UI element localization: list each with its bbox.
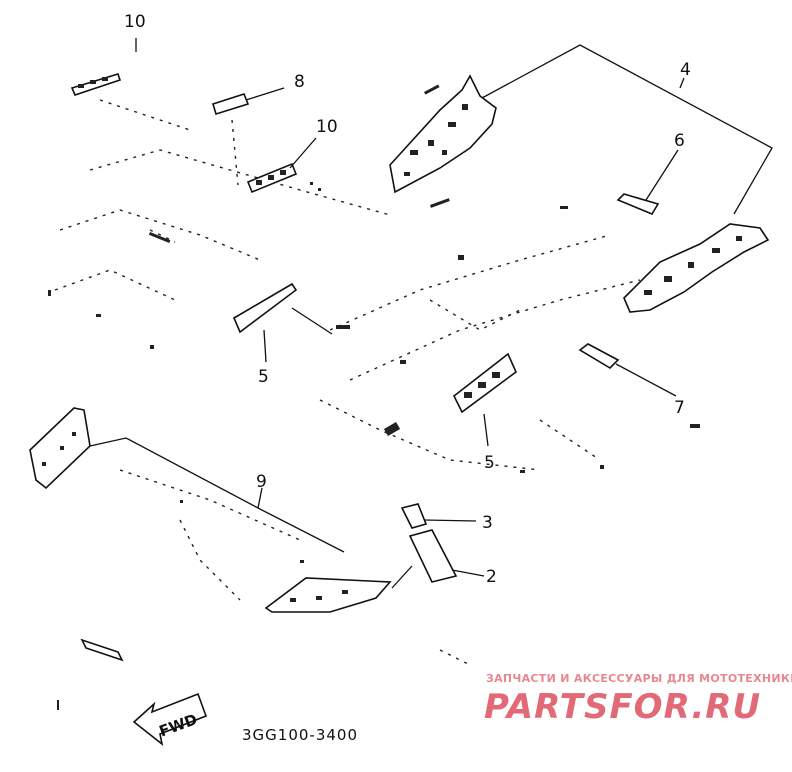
callout-5-center: 5 xyxy=(484,453,495,473)
callout-9: 9 xyxy=(256,472,267,492)
part-4-side-decal-lower xyxy=(623,223,770,313)
part-code: 3GG100-3400 xyxy=(242,726,358,744)
leader-lines xyxy=(89,38,773,589)
part-6-decal xyxy=(616,193,660,216)
callout-8: 8 xyxy=(294,72,305,92)
callout-2: 2 xyxy=(486,567,497,587)
part-5-panel-left xyxy=(232,282,298,334)
watermark-brand: PARTSFOR.RU xyxy=(484,687,761,727)
callout-6: 6 xyxy=(674,131,685,151)
part-2-decal xyxy=(408,529,458,583)
callout-10-center: 10 xyxy=(316,117,338,137)
part-9-panel-left xyxy=(29,407,91,490)
fwd-arrow: FWD xyxy=(132,692,208,746)
callout-5-left: 5 xyxy=(258,367,269,387)
part-7-decal xyxy=(578,343,620,370)
callout-numbers: 10 8 10 4 6 5 5 7 9 3 2 xyxy=(124,12,691,587)
callout-3: 3 xyxy=(482,513,493,533)
part-9-panel-right xyxy=(264,577,392,613)
part-5-emblem-center xyxy=(452,352,517,414)
drawing-specks xyxy=(48,84,700,710)
callout-7: 7 xyxy=(674,398,685,418)
watermark: ЗАПЧАСТИ И АКСЕССУАРЫ ДЛЯ МОТОТЕХНИКИ PA… xyxy=(484,672,792,727)
part-10-emblem-center xyxy=(246,162,321,194)
part-8-decal xyxy=(212,93,250,116)
callout-4: 4 xyxy=(680,60,691,80)
part-10-emblem-left xyxy=(70,73,122,96)
watermark-tagline: ЗАПЧАСТИ И АКСЕССУАРЫ ДЛЯ МОТОТЕХНИКИ xyxy=(486,672,792,685)
emblem-lower-left xyxy=(80,638,124,662)
callout-10-top: 10 xyxy=(124,12,146,32)
part-3-decal xyxy=(400,503,428,529)
part-4-side-decal-upper xyxy=(389,74,497,194)
frame-outline xyxy=(54,99,641,666)
